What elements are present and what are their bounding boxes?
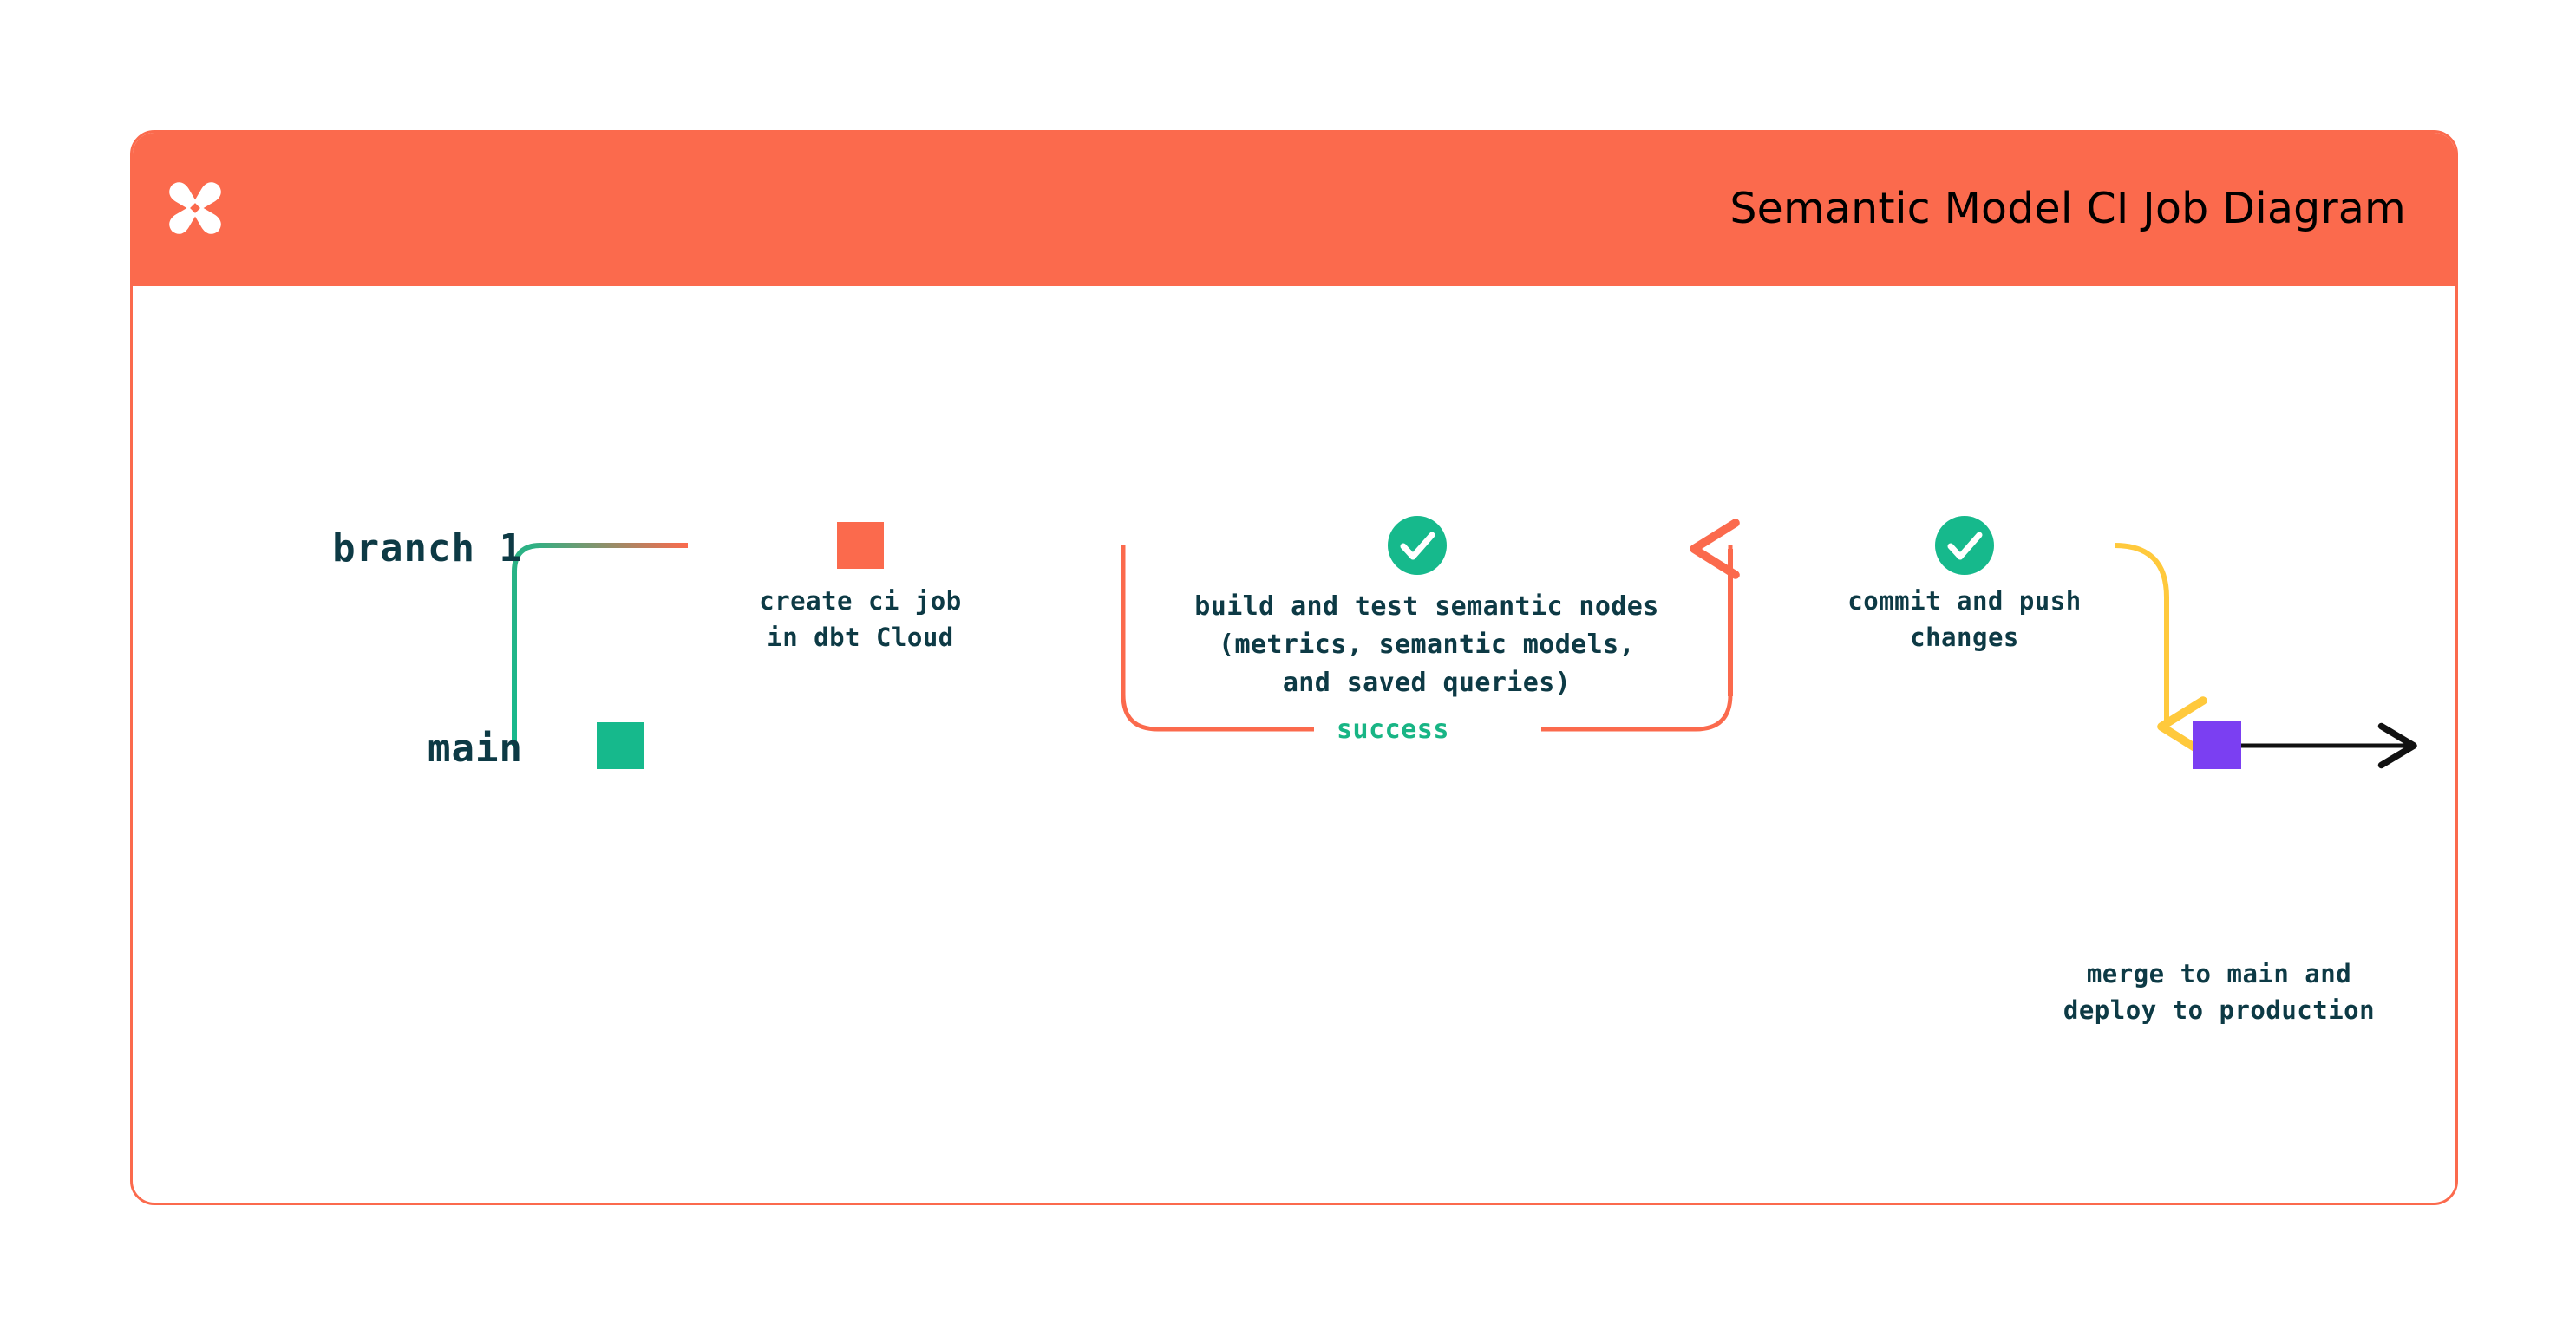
caption-create-ci-job-line2: in dbt Cloud [767,623,954,652]
page-title: Semantic Model CI Job Diagram [1729,183,2406,233]
diagram-svg [512,516,2417,769]
caption-create-ci-job-line1: create ci job [759,586,962,616]
caption-commit-push-line1: commit and push [1847,586,2082,616]
card-header: Semantic Model CI Job Diagram [133,133,2455,286]
branch-split-curve [512,543,688,746]
node-create-ci-job[interactable] [837,522,884,569]
caption-merge-line1: merge to main and [2086,959,2352,988]
branch-label-main: main [428,727,523,771]
merge-down-arrow [2114,543,2207,757]
caption-commit-push-line2: changes [1910,623,2019,652]
branch-label-branch-1: branch 1 [332,526,523,571]
main-start-node[interactable] [597,722,644,769]
diagram-canvas: branch 1 main create ci job in dbt Cloud… [133,289,2455,1203]
success-box-line-1: build and test semantic nodes [1194,591,1659,622]
node-build-and-test[interactable] [1388,516,1447,575]
node-commit-and-push[interactable] [1935,516,1994,575]
caption-merge-line2: deploy to production [2063,995,2376,1025]
success-box-line-2: (metrics, semantic models, [1219,629,1635,660]
dbt-logo-icon [163,176,227,240]
success-edge-label: success [1324,714,1461,745]
success-box-line-3: and saved queries) [1282,668,1572,698]
node-merge-to-main[interactable] [2193,721,2241,769]
success-box-left-edge [1121,545,1314,732]
diagram-card: Semantic Model CI Job Diagram [130,130,2458,1205]
